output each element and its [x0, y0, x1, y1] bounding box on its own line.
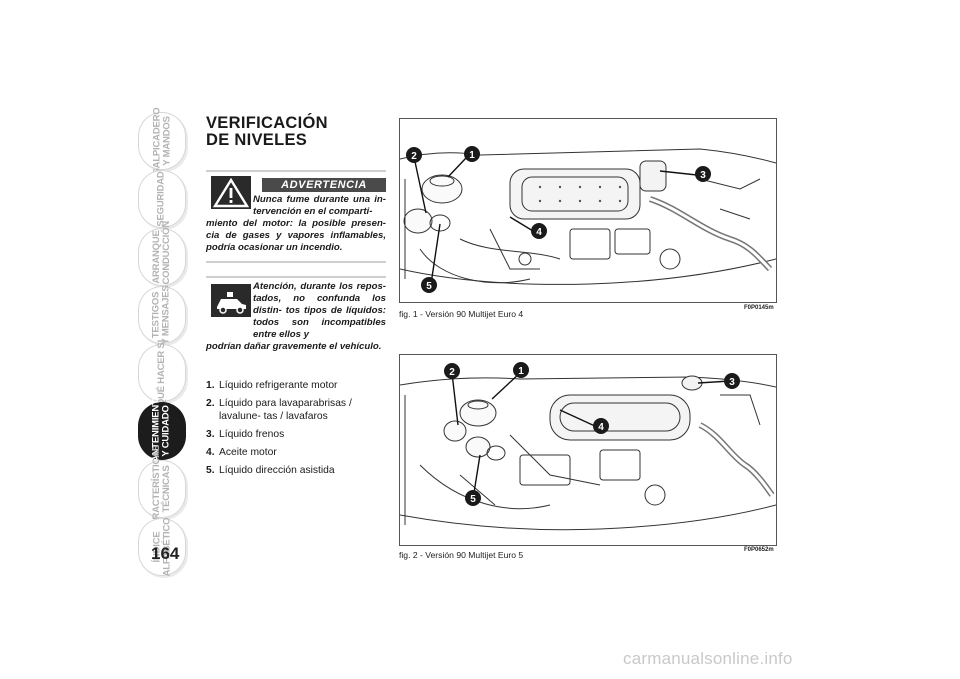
figure-caption: fig. 2 - Versión 90 Multijet Euro 5 — [399, 550, 524, 560]
list-item: 5. Líquido dirección asistida — [206, 465, 386, 478]
warning-banner: ADVERTENCIA — [262, 178, 386, 192]
callout-2: 2 — [406, 147, 422, 163]
divider — [206, 170, 386, 172]
tab-que-hacer-si[interactable]: QUÉ HACER SI — [138, 340, 186, 406]
item-number: 4. — [206, 446, 215, 458]
warning-text-rest: miento del motor: la posible presen- cia… — [206, 218, 386, 253]
item-number: 5. — [206, 464, 215, 476]
item-number: 3. — [206, 428, 215, 440]
svg-text:5: 5 — [426, 281, 432, 292]
tab-label: Y MENSAJES — [161, 285, 173, 345]
svg-text:1: 1 — [518, 366, 524, 377]
figure-code: F0P0145m — [744, 305, 774, 311]
figure-code: F0P0652m — [744, 547, 774, 553]
list-item: 1. Líquido refrigerante motor — [206, 380, 386, 393]
divider — [206, 261, 386, 263]
car-caution-icon — [211, 284, 251, 317]
callout-3: 3 — [724, 373, 740, 389]
item-number: 2. — [206, 398, 215, 409]
page-number: 164 — [151, 544, 180, 563]
tab-label: TÉCNICAS — [161, 465, 172, 513]
list-item: 4. Aceite motor — [206, 447, 386, 460]
tab-label: Y CONDUCCIÓN — [161, 221, 173, 293]
warning-text-indented: Nunca fume durante una in- tervención en… — [253, 194, 386, 217]
callout-2: 2 — [444, 363, 460, 379]
tab-label: SALPICADERO — [151, 107, 163, 175]
engine-illustration-fig2: 1 2 3 4 5 — [399, 354, 777, 546]
svg-text:2: 2 — [449, 367, 455, 378]
parts-legend: 1. Líquido refrigerante motor 2. Líquido p… — [206, 380, 386, 483]
svg-text:4: 4 — [536, 227, 542, 238]
callout-4: 4 — [531, 223, 547, 239]
callout-1: 1 — [513, 362, 529, 378]
figure-caption: fig. 1 - Versión 90 Multijet Euro 4 — [399, 309, 524, 319]
callout-1: 1 — [464, 146, 480, 162]
callout-5: 5 — [465, 490, 481, 506]
tab-seguridad[interactable]: SEGURIDAD — [138, 170, 186, 228]
engine-illustration-fig1: 1 2 3 4 5 — [399, 118, 777, 303]
title-line: DE NIVELES — [206, 131, 308, 149]
item-number: 1. — [206, 380, 215, 391]
divider — [206, 276, 386, 278]
item-text: Líquido frenos — [219, 428, 285, 440]
page-title: VERIFICACIÓN DE NIVELES — [206, 115, 396, 149]
svg-text:1: 1 — [469, 150, 475, 161]
item-text: Líquido dirección asistida — [219, 464, 335, 476]
watermark: carmanualsonline.info — [623, 649, 793, 668]
callout-5: 5 — [421, 277, 437, 293]
svg-text:4: 4 — [598, 422, 604, 433]
title-line: VERIFICACIÓN — [206, 114, 328, 132]
svg-text:5: 5 — [470, 494, 476, 505]
list-item: 2. Líquido para lavaparabrisas / lavalune… — [206, 398, 386, 423]
item-text: Líquido para lavaparabrisas / lavalune- … — [219, 398, 352, 422]
svg-text:2: 2 — [411, 151, 417, 162]
item-text: Líquido refrigerante motor — [219, 380, 338, 391]
list-item: 3. Líquido frenos — [206, 429, 386, 442]
warning-text: Nunca fume durante una in- tervención en… — [206, 194, 386, 254]
warning-triangle-icon — [211, 176, 251, 209]
caution-text-rest: podrían dañar gravemente el vehículo. — [206, 341, 382, 352]
caution-text: Atención, durante los repos- tados, no c… — [206, 281, 386, 353]
item-text: Aceite motor — [219, 446, 277, 458]
tab-label: SEGURIDAD — [156, 171, 167, 227]
tab-label: Y MANDOS — [161, 116, 173, 166]
callout-3: 3 — [695, 166, 711, 182]
svg-text:3: 3 — [700, 170, 706, 181]
callout-4: 4 — [593, 418, 609, 434]
caution-text-indented: Atención, durante los repos- tados, no c… — [253, 281, 386, 340]
svg-text:3: 3 — [729, 377, 735, 388]
